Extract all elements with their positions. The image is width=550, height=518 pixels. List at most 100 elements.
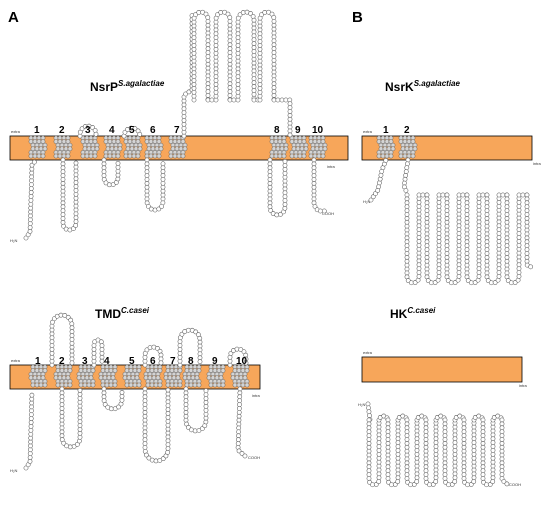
- residue: [60, 177, 66, 182]
- residue: [235, 85, 241, 91]
- helix-residue: [410, 153, 416, 159]
- residue: [471, 440, 477, 445]
- residue: [183, 390, 189, 396]
- residue: [516, 223, 522, 229]
- residue: [235, 23, 241, 29]
- residue: [29, 178, 34, 184]
- residue: [160, 161, 166, 167]
- residue: [28, 190, 34, 195]
- residue: [524, 255, 530, 260]
- residue: [461, 468, 467, 474]
- residue: [119, 397, 125, 403]
- residue: [524, 204, 530, 210]
- residue: [461, 476, 467, 481]
- residue: [213, 97, 219, 103]
- helix-residue: [92, 153, 98, 159]
- residue: [414, 451, 420, 457]
- residue: [267, 204, 273, 210]
- residue: [77, 423, 83, 428]
- residue: [414, 463, 420, 469]
- residue: [29, 396, 35, 402]
- residue: [416, 219, 422, 225]
- residue: [404, 212, 410, 217]
- residue: [77, 403, 83, 409]
- helix-residue: [30, 382, 36, 388]
- nsrk-extra-label: extra: [363, 129, 373, 134]
- residue: [185, 327, 191, 333]
- residue: [213, 23, 219, 29]
- residue: [423, 448, 429, 454]
- residue: [235, 78, 241, 83]
- tmd-helix-bundle: [143, 364, 163, 388]
- residue: [436, 192, 442, 198]
- residue: [385, 464, 391, 470]
- helix-residue: [212, 382, 218, 388]
- residue: [142, 417, 148, 423]
- residue: [416, 192, 422, 198]
- residue: [257, 97, 263, 103]
- residue: [213, 89, 219, 95]
- residue: [271, 54, 277, 59]
- residue: [423, 472, 429, 477]
- residue: [31, 159, 37, 165]
- residue: [423, 421, 429, 427]
- residue: [461, 437, 467, 442]
- residue: [424, 239, 430, 245]
- helix-residue: [88, 153, 94, 159]
- residue: [227, 85, 233, 91]
- residue: [71, 226, 76, 231]
- residue: [28, 443, 33, 449]
- helix-residue: [157, 382, 163, 388]
- residue: [524, 208, 530, 213]
- residue: [496, 215, 502, 221]
- residue: [516, 235, 522, 240]
- residue: [115, 172, 121, 178]
- nsrp-helix-bundle: [289, 135, 309, 159]
- residue: [142, 441, 148, 446]
- helix-residue: [132, 382, 138, 388]
- residue: [192, 428, 198, 434]
- residue: [528, 264, 534, 270]
- residue: [433, 424, 439, 430]
- residue: [414, 467, 420, 473]
- residue: [471, 459, 477, 465]
- residue: [436, 203, 442, 209]
- residue: [60, 165, 66, 171]
- residue: [235, 70, 241, 76]
- helix-residue: [42, 146, 48, 152]
- residue: [456, 203, 462, 209]
- residue: [403, 169, 409, 174]
- hk-cytoplasmic-loop: [480, 417, 496, 488]
- residue: [49, 358, 55, 364]
- residue: [496, 254, 502, 260]
- hk-loop-link: [452, 413, 466, 423]
- residue: [416, 223, 422, 229]
- helix-residue: [194, 375, 200, 381]
- residue: [203, 403, 209, 409]
- residue: [101, 390, 107, 396]
- residue: [99, 347, 105, 352]
- residue: [183, 413, 189, 419]
- residue: [235, 31, 241, 37]
- hk-c-terminus-label: COOH: [509, 482, 521, 487]
- residue: [191, 97, 197, 103]
- residue: [73, 180, 79, 185]
- helix-residue: [104, 382, 110, 388]
- residue: [385, 476, 391, 481]
- residue: [524, 239, 530, 245]
- residue: [227, 97, 233, 103]
- residue: [433, 455, 439, 461]
- residue: [444, 258, 450, 264]
- helix-residue: [53, 153, 59, 159]
- residue: [144, 452, 149, 458]
- helix-residue: [40, 375, 46, 381]
- nsrk-cytoplasmic-loop: [464, 192, 482, 286]
- residue: [484, 231, 490, 237]
- residue: [414, 428, 420, 434]
- residue: [60, 216, 66, 221]
- helix-residue: [65, 139, 71, 144]
- residue: [235, 437, 241, 443]
- residue: [444, 200, 450, 206]
- residue: [60, 208, 66, 214]
- residue: [99, 358, 105, 364]
